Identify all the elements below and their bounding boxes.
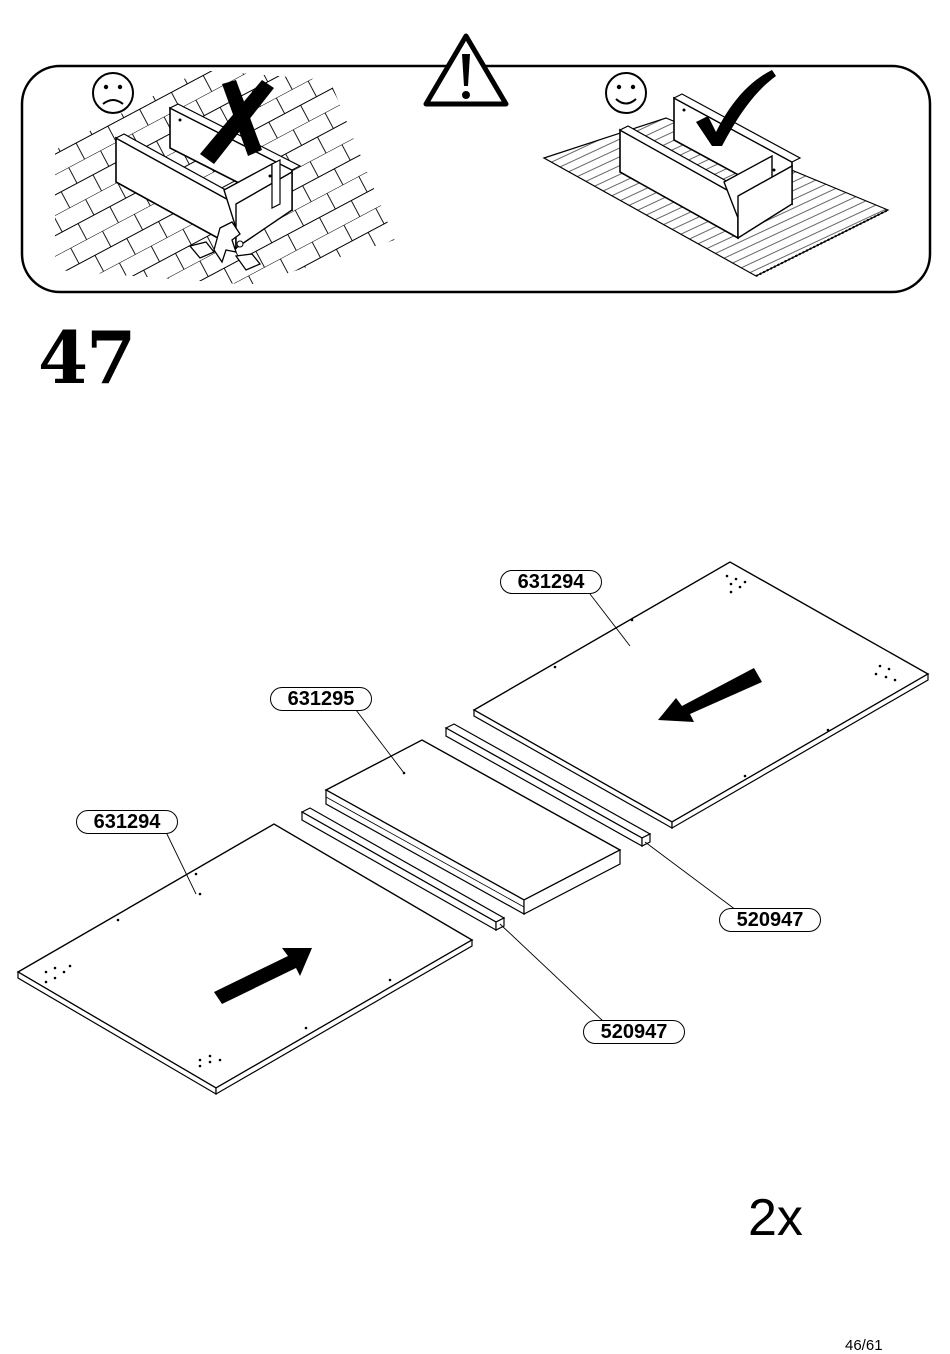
- step-number: 47: [38, 322, 134, 394]
- smiling-face-icon: [606, 73, 646, 113]
- quantity-label: 2x: [748, 1192, 803, 1244]
- part-label-631295: 631295: [270, 687, 372, 711]
- part-label-631294-top: 631294: [500, 570, 602, 594]
- part-label-520947-left: 520947: [583, 1020, 685, 1044]
- frowning-face-icon: [93, 73, 133, 113]
- part-label-631294-left: 631294: [76, 810, 178, 834]
- page-number: 46/61: [845, 1338, 883, 1353]
- part-label-520947-right: 520947: [719, 908, 821, 932]
- warning-banner: [22, 36, 930, 292]
